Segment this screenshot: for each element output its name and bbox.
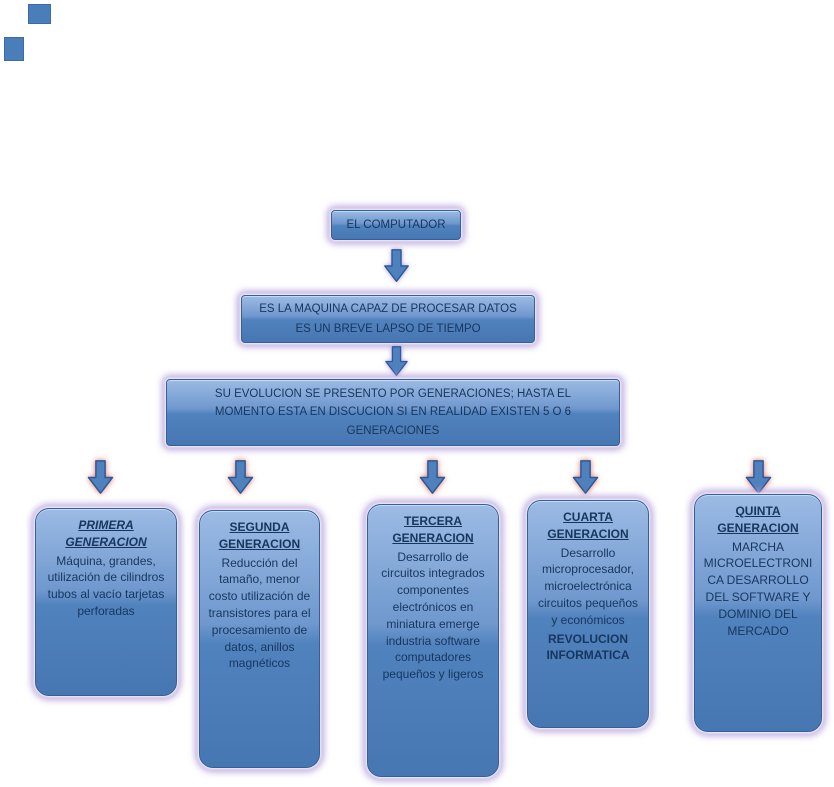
node-el-computador: EL COMPUTADOR [331,210,461,240]
generation-5-title: QUINTA GENERACION [717,504,799,535]
generation-1-body: Máquina, grandes, utilización de cilindr… [47,553,165,618]
node-generation-3: TERCERA GENERACION Desarrollo de circuit… [367,504,499,777]
down-arrow-icon [572,460,599,494]
down-arrow-icon [385,346,408,377]
generation-4-emphasis: REVOLUCION INFORMATICA [546,631,630,663]
down-arrow-icon [419,460,446,494]
evolution-text: SU EVOLUCION SE PRESENTO POR GENERACIONE… [214,387,572,437]
generation-3-body: Desarrollo de circuitos integrados compo… [381,549,485,682]
generation-5-body: MARCHA MICROELECTRONICA DESARROLLO DEL S… [703,539,813,638]
generation-1-title: PRIMERA GENERACION [65,518,147,549]
decor-square-left [4,37,24,61]
generation-4-body: Desarrollo microprocesador, microelectró… [537,545,639,627]
node-el-computador-label: EL COMPUTADOR [346,219,446,231]
node-generation-5: QUINTA GENERACION MARCHA MICROELECTRONIC… [694,494,822,732]
down-arrow-icon [384,249,409,283]
node-generation-2: SEGUNDA GENERACION Reducción del tamaño,… [199,510,320,768]
down-arrow-icon [745,460,772,494]
generation-2-body: Reducción del tamaño, menor costo utiliz… [208,555,311,671]
definition-line-2: ES UN BREVE LAPSO DE TIEMPO [295,323,481,335]
down-arrow-icon [227,460,254,494]
node-generation-1: PRIMERA GENERACION Máquina, grandes, uti… [35,508,177,696]
down-arrow-icon [87,460,114,494]
generation-2-title: SEGUNDA GENERACION [218,520,301,551]
node-evolution: SU EVOLUCION SE PRESENTO POR GENERACIONE… [166,379,620,446]
generation-3-title: TERCERA GENERACION [392,514,474,545]
decor-square-top [28,4,51,24]
definition-line-1: ES LA MAQUINA CAPAZ DE PROCESAR DATOS [259,302,517,315]
node-generation-4: CUARTA GENERACION Desarrollo microproces… [527,500,649,728]
generation-4-title: CUARTA GENERACION [547,510,629,541]
node-definition: ES LA MAQUINA CAPAZ DE PROCESAR DATOS ES… [241,295,535,343]
